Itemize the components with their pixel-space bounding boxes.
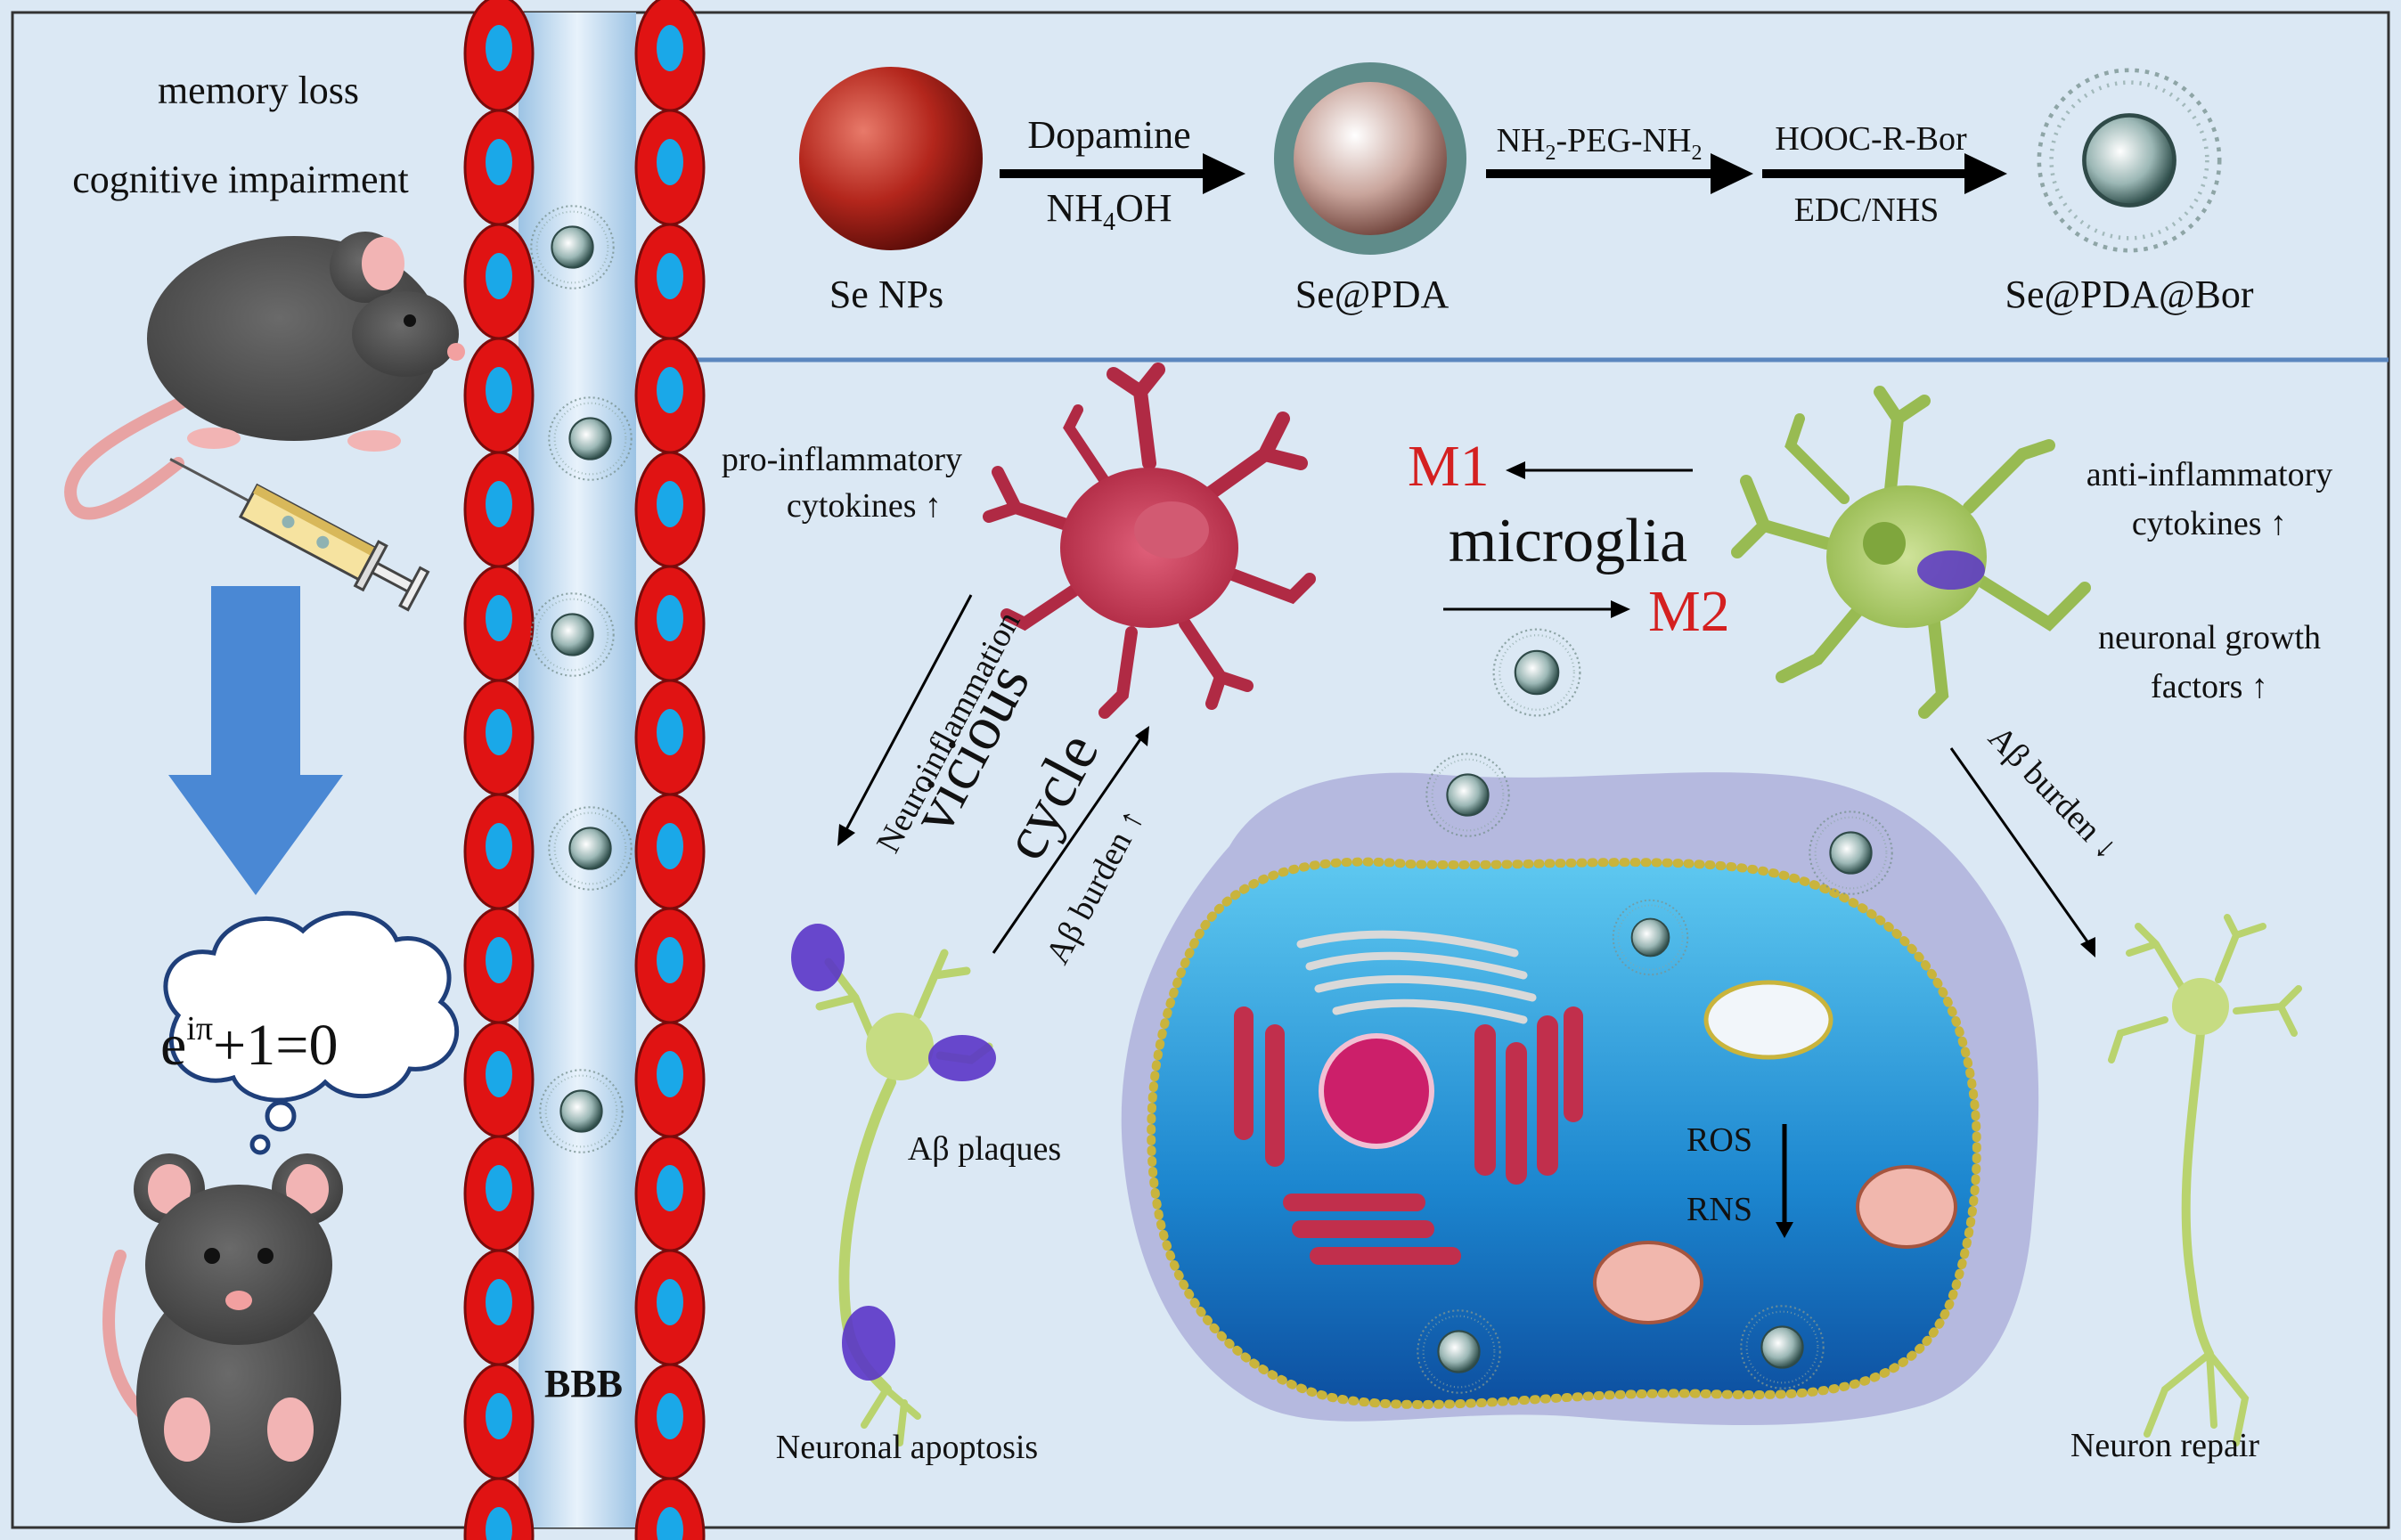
se-pda-bor-label: Se@PDA@Bor	[2005, 273, 2253, 316]
bbb-label: BBB	[544, 1362, 623, 1406]
ab-burden-down-arrow-head	[2080, 937, 2095, 957]
pro-inflammatory-line1: pro-inflammatory	[722, 441, 962, 478]
bbb-cell-nucleus	[657, 937, 683, 983]
pro-inflammatory-line2: cytokines ↑	[787, 487, 942, 525]
m2-microglia-cell	[1731, 386, 2091, 719]
mouse-top-icon	[64, 232, 465, 520]
bbb-cell-nucleus	[486, 1393, 512, 1439]
arrow3-label-top: HOOC-R-Bor	[1775, 120, 1967, 158]
bbb-cell-nucleus	[657, 1279, 683, 1325]
m1-label: M1	[1408, 434, 1490, 499]
bbb-cell-nucleus	[657, 1051, 683, 1097]
bbb-cell-nucleus	[486, 481, 512, 527]
bbb-cell-nucleus	[486, 1279, 512, 1325]
bbb-cell-nucleus	[486, 253, 512, 299]
bbb-cell-nucleus	[486, 367, 512, 413]
mitochondria	[1593, 1165, 1957, 1324]
bbb-cell-nucleus	[486, 139, 512, 185]
neuroinflammation-arrow	[843, 594, 973, 834]
growth-factors-line2: factors ↑	[2151, 668, 2268, 705]
arrow-to-m1-head	[1506, 461, 1525, 479]
bbb-cell-nucleus	[657, 481, 683, 527]
bbb-cell-nucleus	[657, 1507, 683, 1540]
ab-burden-up-arrow	[992, 738, 1142, 954]
se-nps-particle	[799, 67, 983, 250]
outer-frame	[11, 11, 2390, 1529]
ab-plaques-label: Aβ plaques	[908, 1130, 1061, 1168]
ab-burden-down-arrow	[1949, 747, 2091, 945]
neural-cell: ROS RNS	[1121, 772, 2039, 1425]
repaired-neuron	[2108, 914, 2302, 1446]
cell-nucleus	[1319, 1033, 1434, 1149]
rns-label: RNS	[1686, 1191, 1752, 1228]
bbb-cell-nucleus	[486, 937, 512, 983]
se-pda-label: Se@PDA	[1295, 273, 1450, 316]
golgi-apparatus	[1296, 930, 1537, 1024]
euler-identity: eiπ+1=0	[160, 1010, 339, 1078]
bbb-cell-nucleus	[657, 25, 683, 71]
bbb-cell-nucleus	[657, 1393, 683, 1439]
neuronal-apoptosis-label: Neuronal apoptosis	[776, 1429, 1038, 1466]
bbb-cell-nucleus	[657, 139, 683, 185]
bbb-cell-nucleus	[657, 1165, 683, 1211]
thought-bubble: eiπ+1=0	[160, 910, 459, 1155]
ros-rns-down-arrow-head	[1776, 1222, 1793, 1238]
m2-label: M2	[1648, 579, 1730, 644]
microglia-title: microglia	[1449, 507, 1687, 575]
vacuole	[1703, 980, 1833, 1060]
arrow1-label-bottom: NH4OH	[1046, 186, 1172, 236]
bbb-cell-nucleus	[657, 823, 683, 869]
arrow2-label: NH2-PEG-NH2	[1497, 122, 1703, 165]
ab-plaque-deposits	[791, 924, 996, 1381]
arrow1-head	[1203, 153, 1245, 194]
bbb-cell-nucleus	[486, 1051, 512, 1097]
bbb-cell-nucleus	[486, 823, 512, 869]
symptom-memory-loss: memory loss	[158, 69, 359, 112]
anti-inflammatory-line2: cytokines ↑	[2132, 505, 2287, 542]
bbb-cell-nucleus	[657, 253, 683, 299]
growth-factors-line1: neuronal growth	[2098, 619, 2321, 656]
neuroinflammation-arrow-head	[837, 824, 855, 846]
bbb-cell-nucleus	[486, 595, 512, 641]
bbb-cell-nucleus	[657, 595, 683, 641]
anti-inflammatory-line1: anti-inflammatory	[2087, 456, 2332, 493]
mouse-bottom-icon	[102, 1153, 343, 1523]
arrow3-label-bottom: EDC/NHS	[1794, 191, 1940, 229]
bbb-cell-columns	[463, 0, 706, 1540]
neuron-repair-label: Neuron repair	[2070, 1427, 2259, 1464]
arrow3-head	[1964, 153, 2007, 194]
symptom-cognitive-impairment: cognitive impairment	[72, 158, 409, 201]
endoplasmic-reticulum	[1234, 1006, 1583, 1265]
se-pda-core	[1294, 82, 1447, 235]
bbb-cell-nucleus	[657, 709, 683, 755]
m1-microglia-cell	[983, 363, 1316, 719]
bbb-cell-nucleus	[486, 1165, 512, 1211]
arrow2-head	[1711, 153, 1753, 194]
se-nps-label: Se NPs	[829, 273, 943, 316]
arrow1-label-top: Dopamine	[1027, 113, 1190, 157]
bbb-cell-nucleus	[486, 709, 512, 755]
bbb-cell-nucleus	[486, 1507, 512, 1540]
bbb-cell-nucleus	[657, 367, 683, 413]
arrow-to-m2-head	[1611, 600, 1630, 618]
bbb-cell-nucleus	[486, 25, 512, 71]
down-arrow	[168, 586, 343, 895]
syringe-icon	[169, 458, 430, 612]
ros-label: ROS	[1686, 1121, 1752, 1159]
ab-burden-up-arrow-head	[1135, 726, 1149, 746]
